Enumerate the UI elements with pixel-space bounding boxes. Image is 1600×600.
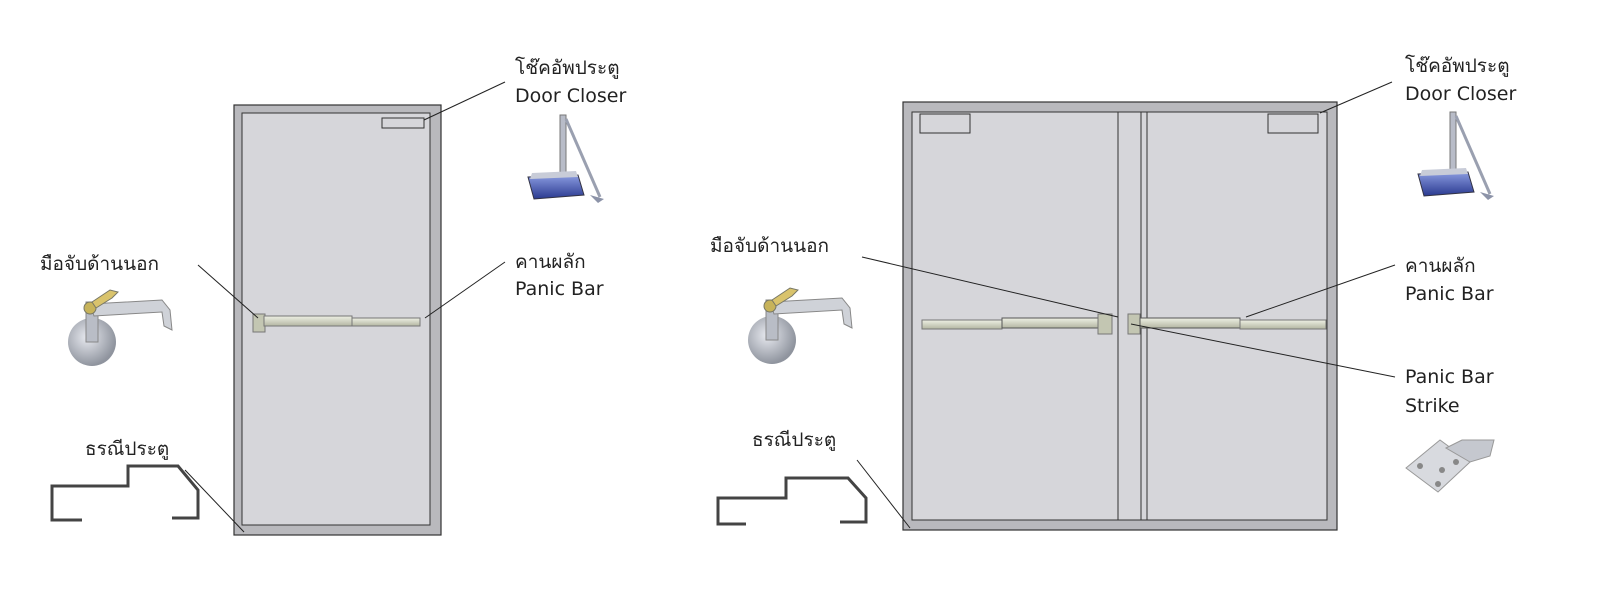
door-closer-label: Door Closer <box>515 85 626 107</box>
door-closer-label-thai: โช๊คอัพประตู <box>515 56 620 79</box>
door-closer-label: Door Closer <box>1405 83 1516 105</box>
panic-bar-label-thai: คานผลัก <box>515 251 586 273</box>
threshold-label-thai: ธรณีประตู <box>85 438 169 460</box>
door-closer-label-thai: โช๊คอัพประตู <box>1405 54 1510 77</box>
panic-bar <box>252 313 421 333</box>
panic-bar-right <box>1127 313 1327 335</box>
threshold-label-thai: ธรณีประตู <box>752 429 836 451</box>
door-closer-image <box>526 113 606 205</box>
outside-handle-label-thai: มือจับด้านนอก <box>710 235 829 257</box>
outside-handle-label-thai: มือจับด้านนอก <box>40 253 159 275</box>
panic-bar-label: Panic Bar <box>1405 283 1494 305</box>
threshold-profile-image <box>50 464 200 522</box>
threshold-profile-image <box>716 476 868 526</box>
door-leaf-right <box>1117 111 1328 521</box>
door-closer-mount-left <box>919 113 971 134</box>
door-closer-image <box>1416 110 1496 202</box>
door-closer-mount <box>381 117 425 129</box>
double-door: โช๊คอัพประตู Door Closer มือจับด้านนอก ค… <box>710 54 1516 531</box>
outside-handle-image <box>747 287 853 365</box>
panic-bar-label: Panic Bar <box>515 278 604 300</box>
door-leaf-left <box>911 111 1119 521</box>
outside-handle-image <box>67 289 173 367</box>
panic-bar-label-thai: คานผลัก <box>1405 255 1476 277</box>
panic-bar-left <box>921 313 1113 335</box>
panic-bar-strike-image <box>1405 439 1495 493</box>
astragal <box>1140 111 1148 521</box>
panic-bar-strike-label-line2: Strike <box>1405 395 1460 417</box>
single-door: โช๊คอัพประตู Door Closer มือจับด้านนอก ค… <box>40 56 626 536</box>
door-closer-mount-right <box>1267 113 1319 134</box>
panic-bar-strike-label-line1: Panic Bar <box>1405 366 1494 388</box>
